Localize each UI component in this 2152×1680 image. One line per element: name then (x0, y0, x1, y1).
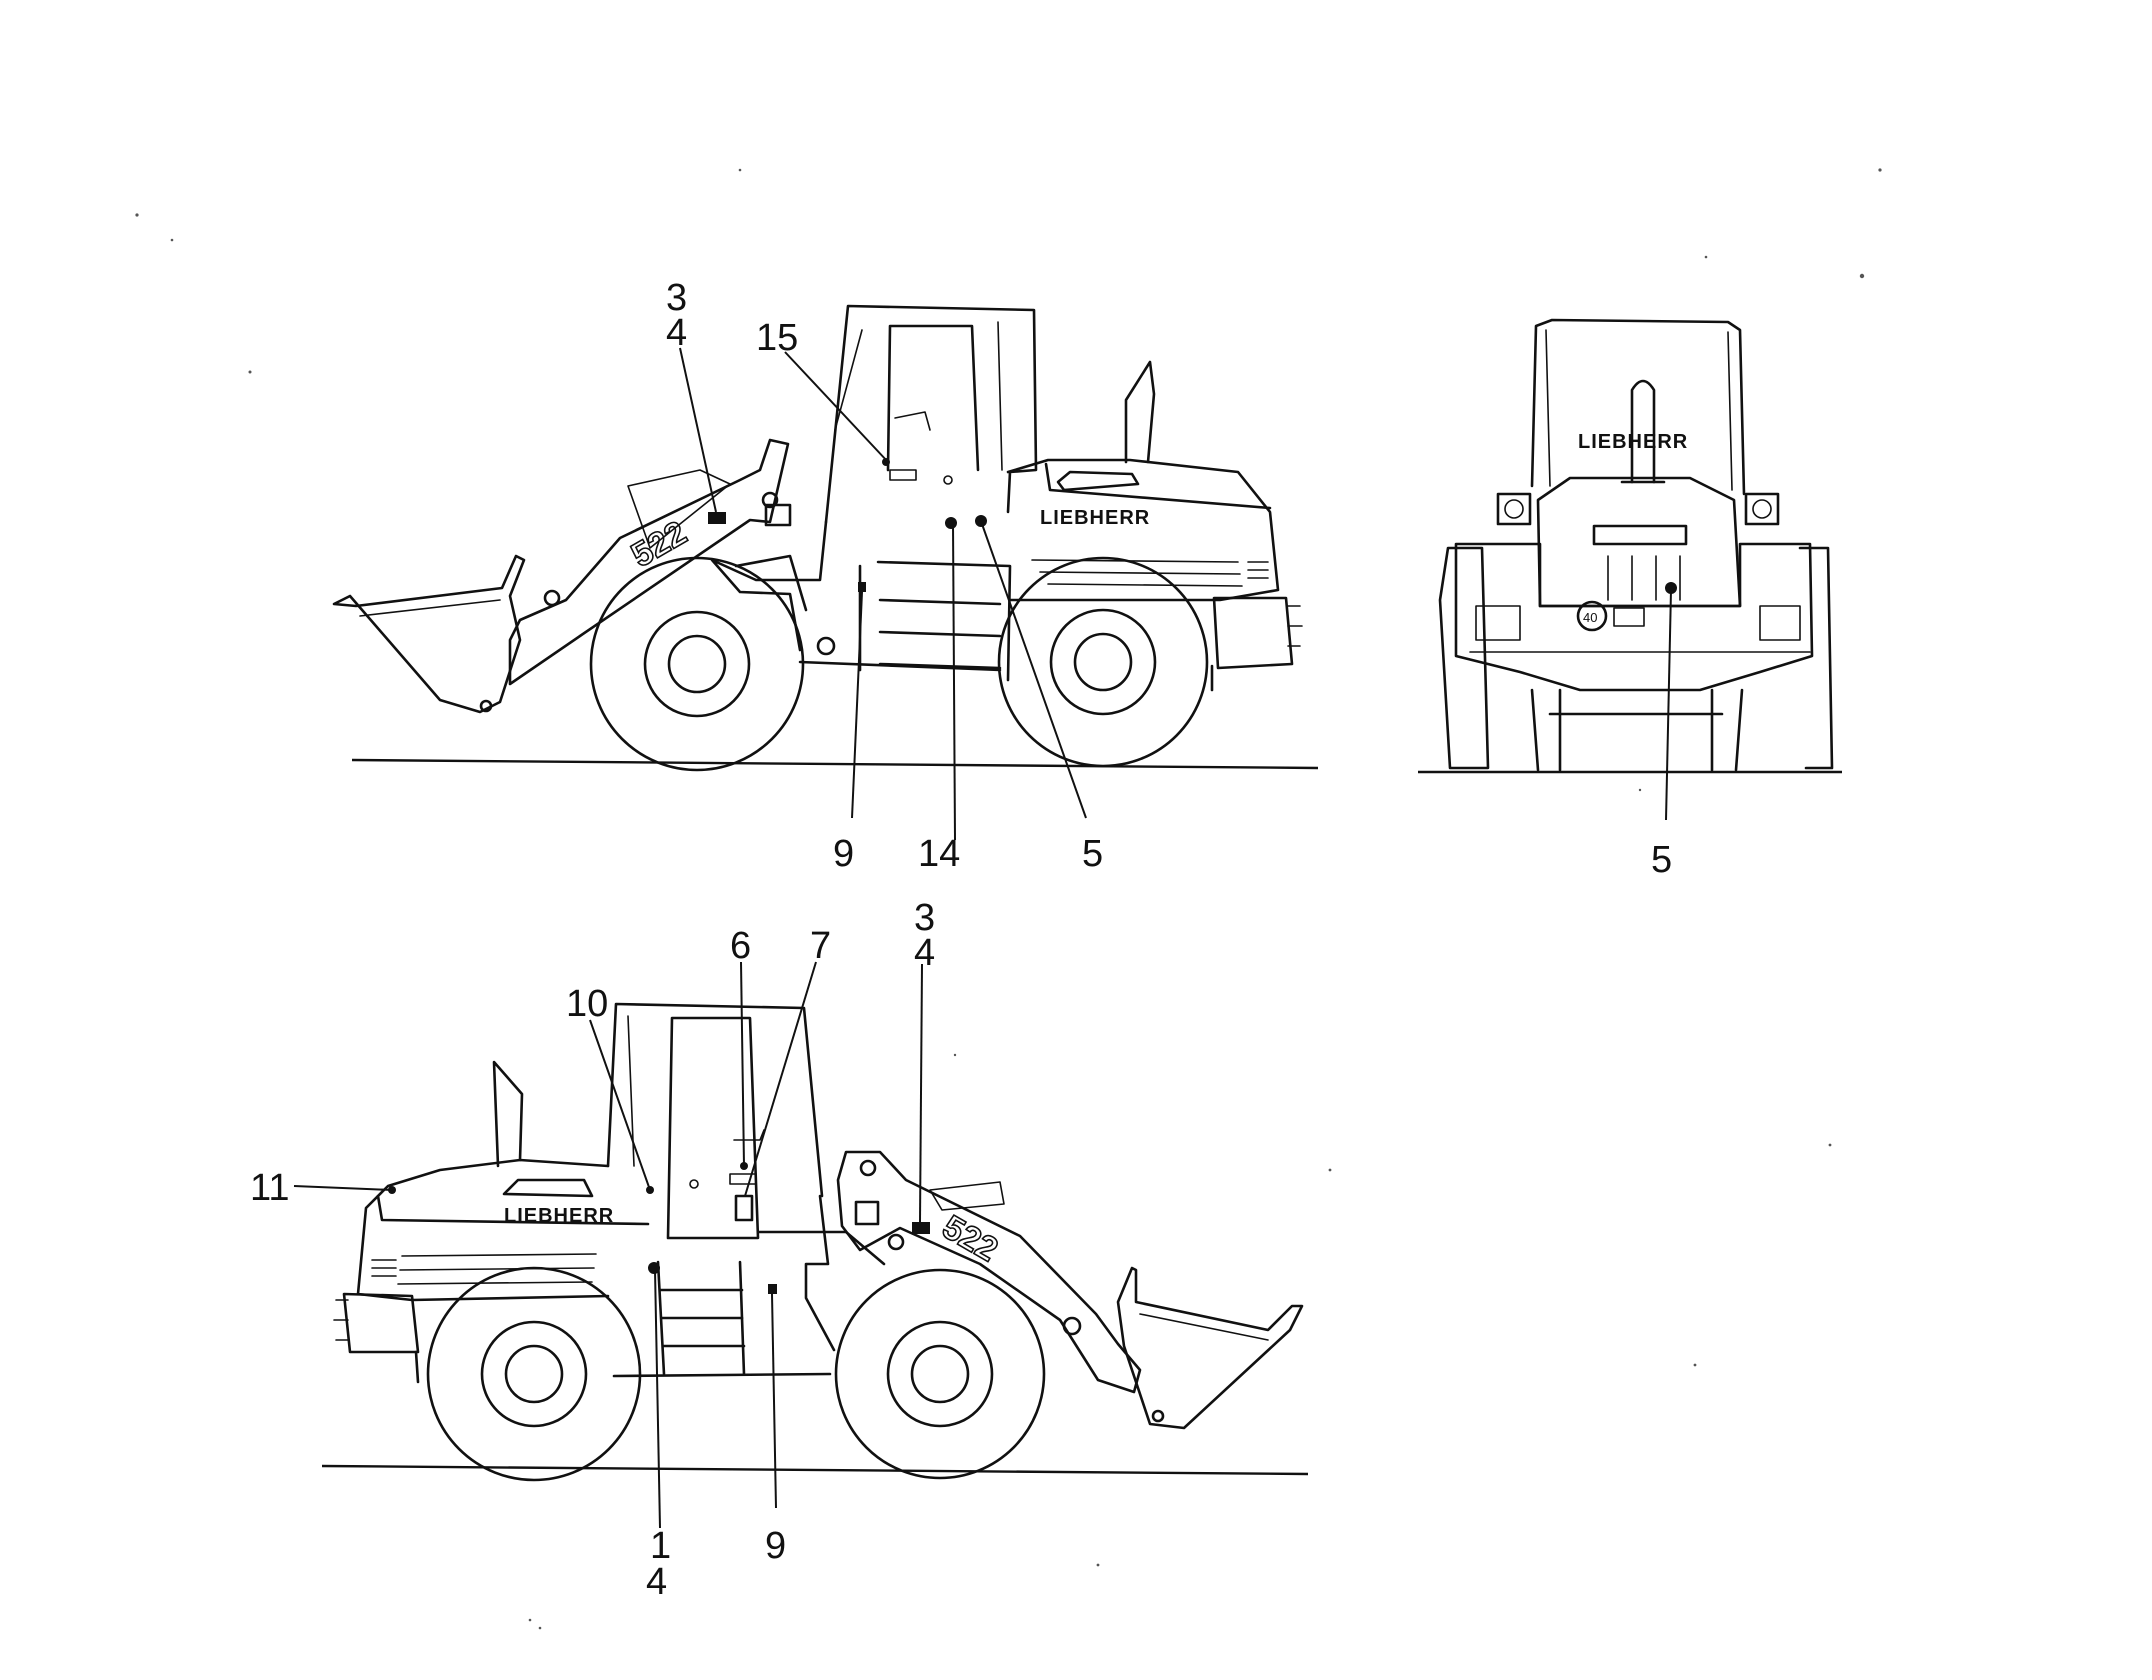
marker-9-bottom (768, 1284, 777, 1294)
tyre-left-rear (1438, 546, 1490, 770)
tyre-right-rear (1798, 546, 1834, 770)
loader-arm-top: 522 (332, 438, 836, 714)
cab-rear (1530, 318, 1746, 496)
brand-decal-top: LIEBHERR (1040, 507, 1150, 529)
front-wheel-bottom (834, 1268, 1046, 1480)
label-9-bottom: 9 (765, 1525, 786, 1567)
lights-rear (1496, 492, 1780, 526)
label-6-bottom: 6 (730, 925, 751, 967)
speed-badge-rear (1576, 600, 1608, 632)
bucket-bottom (1116, 1266, 1304, 1430)
loader-arm-bottom: 522 (836, 1150, 1304, 1430)
exhaust-rear (1630, 379, 1656, 484)
marker-5-top (975, 515, 987, 527)
marker-3-4-top (708, 512, 726, 524)
model-decal-bottom: 522 (936, 1208, 1004, 1269)
cab-top (824, 304, 1038, 524)
marker-3-4-bottom (912, 1222, 930, 1234)
marker-5-rear (1665, 582, 1677, 594)
rear-view: LIEBHERR 40 5 (1418, 318, 1842, 881)
label-4-bottom: 4 (914, 932, 935, 974)
label-5-rear: 5 (1651, 839, 1672, 881)
hood-rear (1536, 476, 1742, 608)
label-4-top: 4 (666, 312, 687, 354)
front-wheel-top (589, 556, 805, 772)
brand-decal-bottom: LIEBHERR (504, 1205, 614, 1227)
engine-hood-top: LIEBHERR (1006, 360, 1303, 692)
scan-specks (135, 168, 1882, 1630)
label-10-bottom: 10 (566, 983, 608, 1025)
label-3-bottom: 3 (914, 897, 935, 939)
marker-15-top (882, 458, 890, 466)
label-11-bottom: 11 (250, 1167, 289, 1209)
label-3-top: 3 (666, 277, 687, 319)
cab-bottom (606, 1002, 824, 1240)
marker-1-4-bottom (648, 1262, 660, 1274)
marker-14-top (945, 517, 957, 529)
ground-line-top (351, 758, 1319, 770)
label-14-top: 14 (918, 833, 960, 875)
speed-badge-text: 40 (1583, 610, 1597, 625)
label-9-top: 9 (833, 833, 854, 875)
bottom-side-view: LIEBHERR 522 (250, 897, 1309, 1603)
label-4b-bottom: 4 (646, 1561, 667, 1603)
marker-9-top (858, 582, 866, 592)
label-7-bottom: 7 (810, 925, 831, 967)
bucket-top (332, 554, 526, 714)
rear-wheel-top (997, 556, 1209, 768)
top-side-view: LIEBHERR 522 (332, 277, 1319, 875)
bumper-rear (1454, 542, 1814, 692)
label-1-bottom: 1 (650, 1525, 671, 1567)
label-15-top: 15 (756, 317, 798, 359)
engine-hood-bottom: LIEBHERR (333, 1060, 650, 1384)
ground-line-bottom (321, 1464, 1309, 1476)
label-5-top: 5 (1082, 833, 1103, 875)
